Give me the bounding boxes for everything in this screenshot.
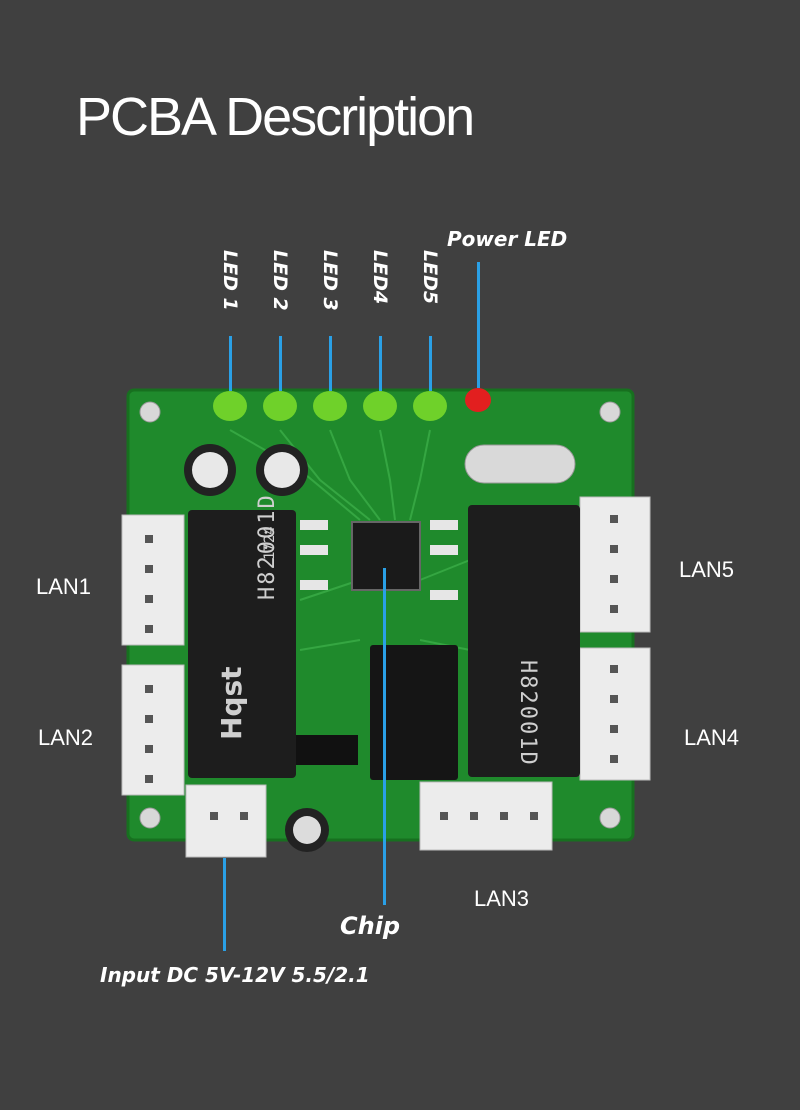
- lan1-label: LAN1: [36, 574, 92, 599]
- chip-pointer-line: [383, 568, 386, 905]
- led-row: [213, 388, 491, 421]
- chip: [351, 521, 421, 591]
- transformer-left: [188, 510, 296, 778]
- power-led: [465, 388, 491, 412]
- transformer-code-marking: 1724: [262, 526, 278, 560]
- transformer-right-marking: H82001D: [515, 660, 540, 767]
- transformer-right: [468, 505, 580, 777]
- lan2-label: LAN2: [38, 725, 94, 750]
- input-pointer-line: [223, 858, 226, 951]
- chip-label: Chip: [340, 912, 401, 940]
- led3-pointer-line: [329, 336, 332, 391]
- led5-pointer-line: [429, 336, 432, 391]
- led-2: [263, 391, 297, 421]
- led2-pointer-line: [279, 336, 282, 391]
- lan3-label: LAN3: [474, 886, 530, 911]
- led-1: [213, 391, 247, 421]
- led4-pointer-line: [379, 336, 382, 391]
- power-led-label: Power LED: [447, 227, 568, 251]
- led2-label: LED 2: [269, 250, 291, 311]
- power-input-connector: [185, 784, 267, 858]
- lan1-connector: [121, 514, 185, 646]
- transformer-brand-marking: Hqst: [215, 666, 248, 740]
- led-5: [413, 391, 447, 421]
- led-3: [313, 391, 347, 421]
- lan5-label: LAN5: [679, 557, 735, 582]
- led-4: [363, 391, 397, 421]
- led4-label: LED4: [369, 250, 391, 305]
- transformer-center: [370, 645, 458, 780]
- led5-label: LED5: [419, 250, 441, 305]
- led1-label: LED 1: [219, 250, 241, 311]
- led3-label: LED 3: [319, 250, 341, 311]
- input-power-label: Input DC 5V-12V 5.5/2.1: [100, 963, 370, 987]
- led1-pointer-line: [229, 336, 232, 391]
- power-led-pointer-line: [477, 262, 480, 388]
- page-title: PCBA Description: [76, 87, 475, 147]
- lan4-label: LAN4: [684, 725, 740, 750]
